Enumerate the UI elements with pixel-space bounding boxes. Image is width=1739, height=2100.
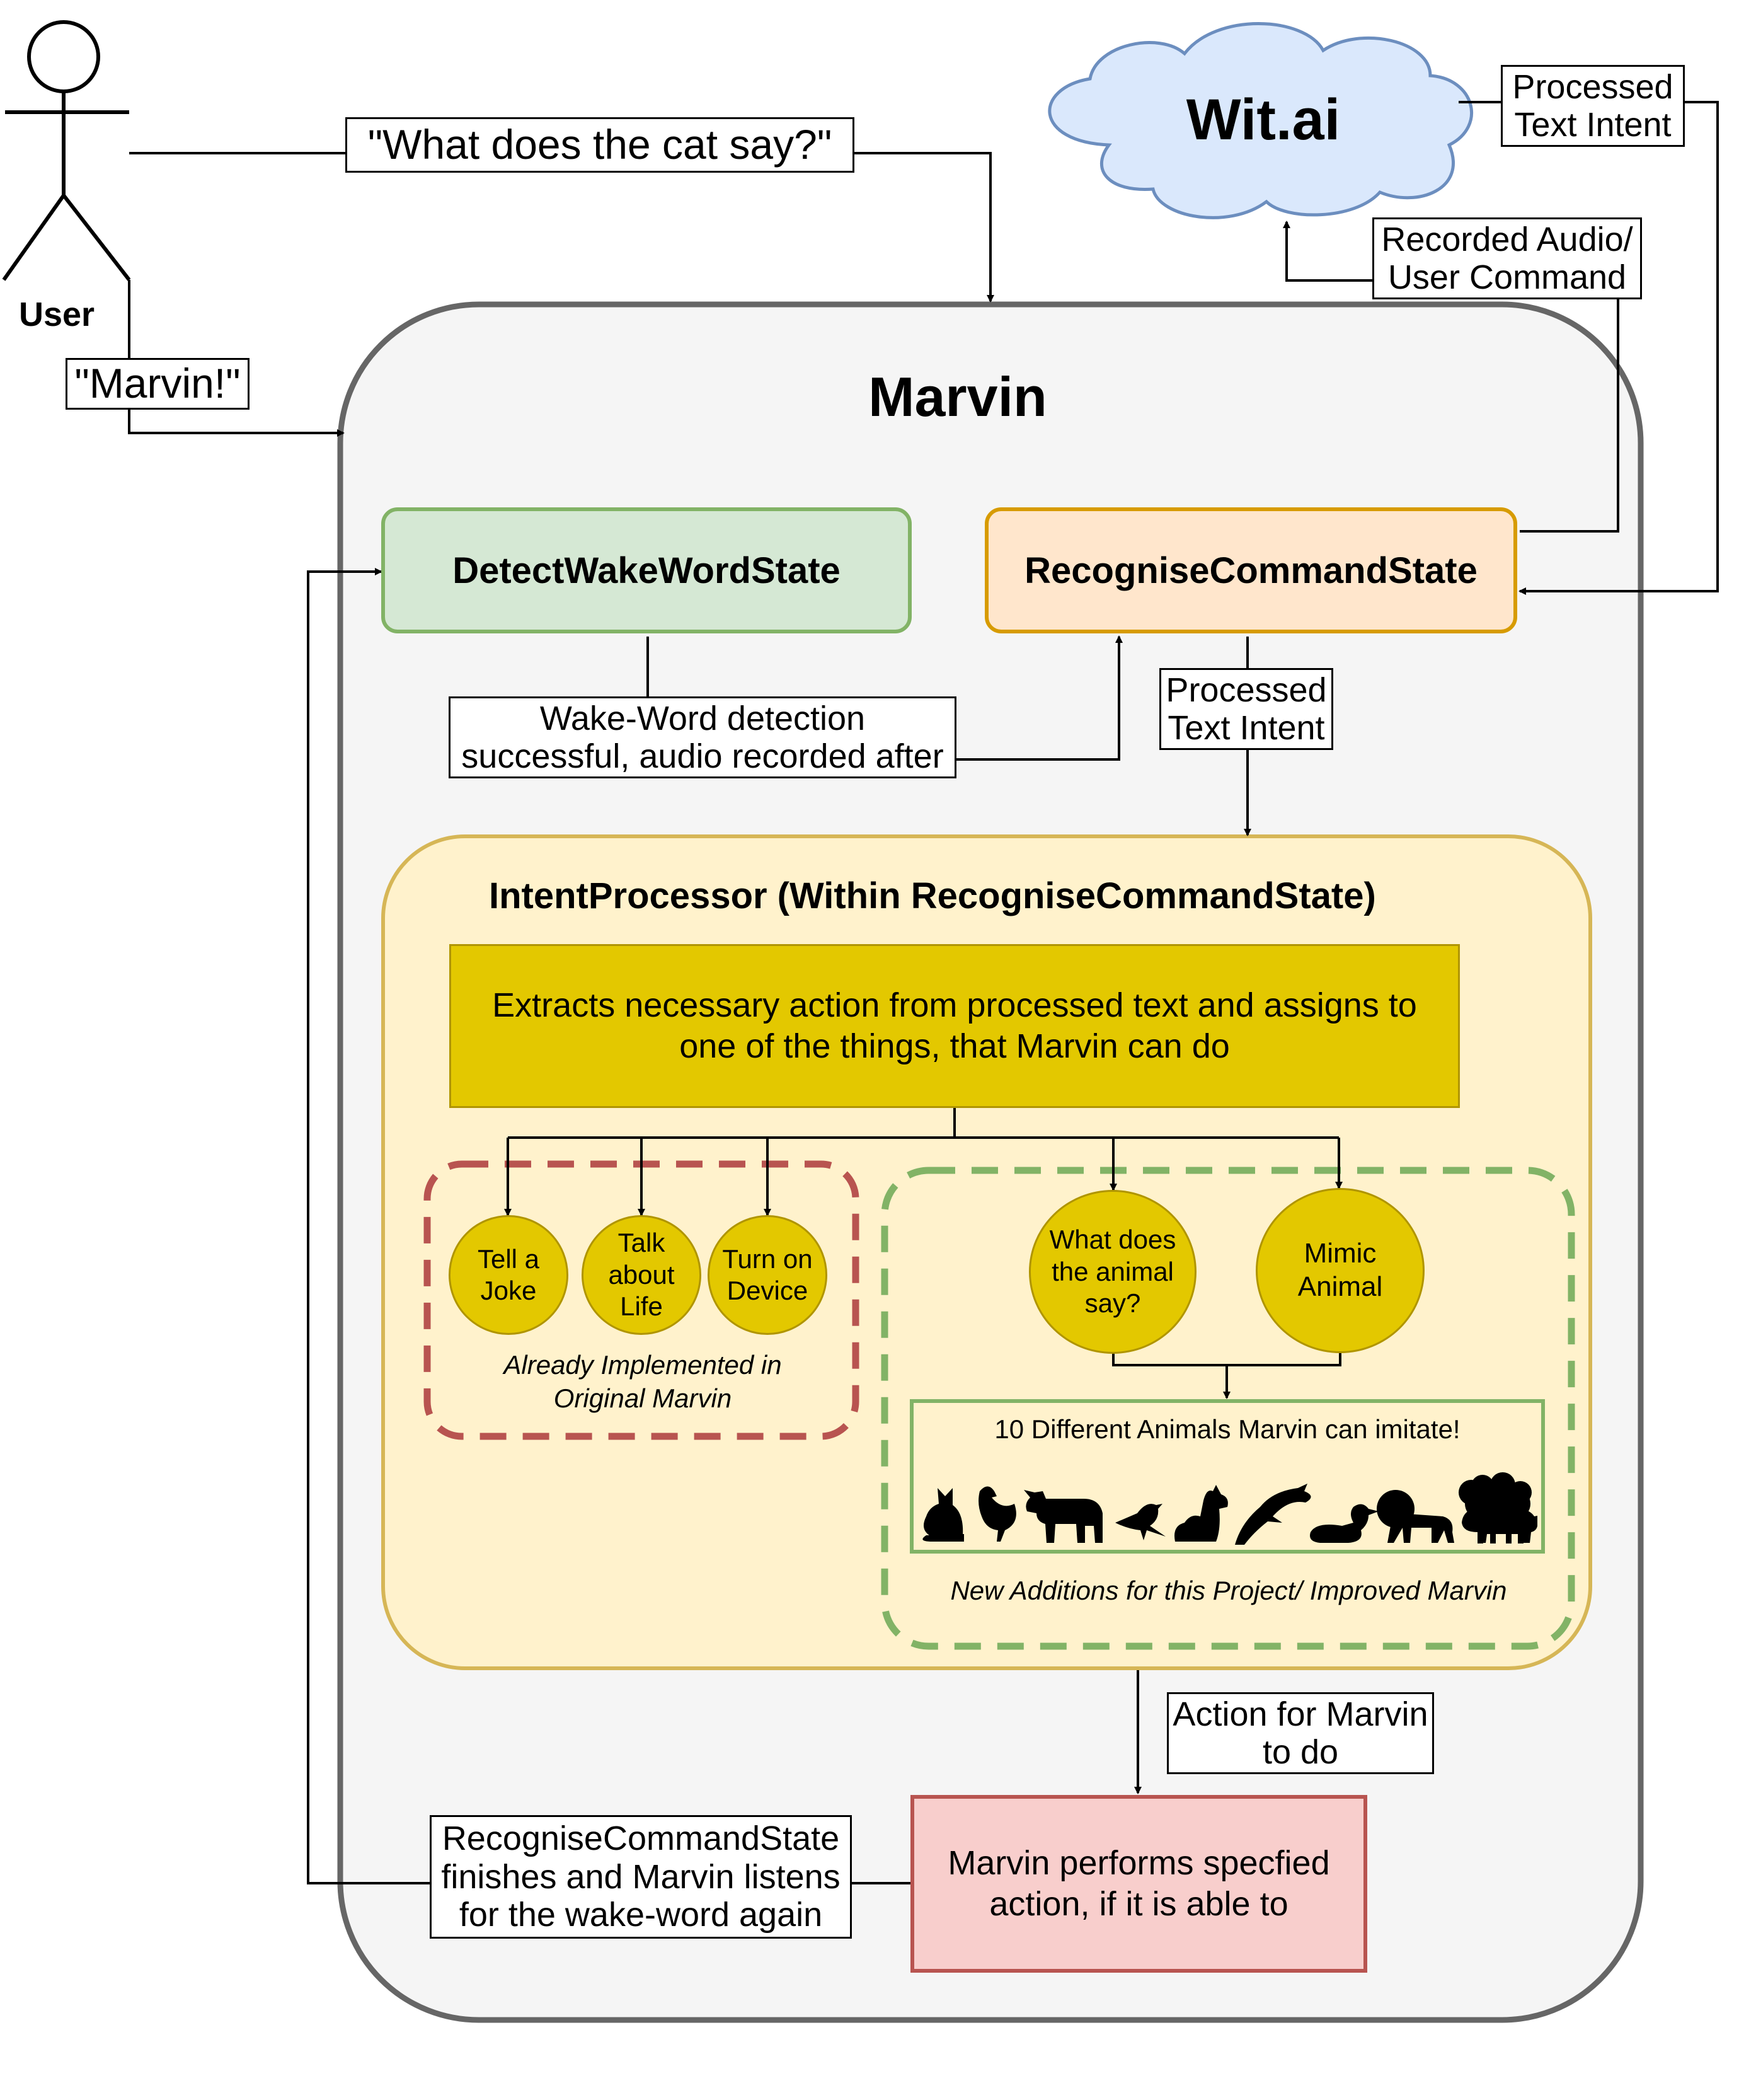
animals-box-title: 10 Different Animals Marvin can imitate!	[994, 1414, 1461, 1444]
turn-on-device-circle: Turn on Device	[708, 1215, 827, 1335]
user-actor-figure	[2, 20, 131, 281]
perform-action-box: Marvin performs specfied action, if it i…	[910, 1795, 1367, 1973]
user-label: User	[19, 296, 95, 333]
what-does-animal-say-circle: What does the animal say?	[1029, 1190, 1197, 1354]
animal-silhouettes	[922, 1484, 1537, 1545]
question-edge-label: "What does the cat say?"	[345, 117, 854, 173]
witai-label: Wit.ai	[1186, 87, 1341, 152]
extract-action-box: Extracts necessary action from processed…	[449, 944, 1460, 1108]
wake-success-label: Wake-Word detection successful, audio re…	[449, 696, 956, 778]
marvin-title: Marvin	[868, 366, 1047, 428]
mimic-animal-circle: Mimic Animal	[1256, 1188, 1425, 1353]
crow-icon	[1115, 1504, 1166, 1540]
recorded-audio-label: Recorded Audio/ User Command	[1372, 217, 1642, 299]
listen-again-label: RecogniseCommandState finishes and Marvi…	[430, 1815, 852, 1939]
new-additions-caption: New Additions for this Project/ Improved…	[950, 1576, 1507, 1605]
detect-wake-word-state: DetectWakeWordState	[381, 507, 912, 633]
lion-icon	[1377, 1490, 1454, 1543]
sheep-icon	[1459, 1472, 1532, 1543]
intent-processor-title: IntentProcessor (Within RecogniseCommand…	[489, 875, 1376, 916]
witai-cloud-shape	[1048, 22, 1474, 219]
wake-word-edge-label: "Marvin!"	[66, 358, 250, 410]
animals-box: 10 Different Animals Marvin can imitate!	[910, 1399, 1545, 1554]
cat-icon	[922, 1488, 964, 1542]
original-marvin-caption: Already Implemented in Original Marvin	[503, 1350, 782, 1413]
tell-joke-circle: Tell a Joke	[449, 1215, 568, 1335]
processed-intent-inner-label: Processed Text Intent	[1159, 668, 1333, 750]
wit-processed-intent-label: Processed Text Intent	[1501, 65, 1685, 147]
new-additions-group	[881, 1167, 1575, 1650]
chicken-icon	[979, 1486, 1016, 1542]
cow-icon	[1024, 1490, 1103, 1543]
duck-icon	[1310, 1504, 1379, 1543]
dolphin-icon	[1235, 1484, 1311, 1545]
recognise-command-state: RecogniseCommandState	[985, 507, 1517, 633]
talk-about-life-circle: Talk about Life	[582, 1215, 701, 1335]
action-for-marvin-label: Action for Marvin to do	[1167, 1692, 1434, 1774]
dog-icon	[1174, 1485, 1228, 1542]
